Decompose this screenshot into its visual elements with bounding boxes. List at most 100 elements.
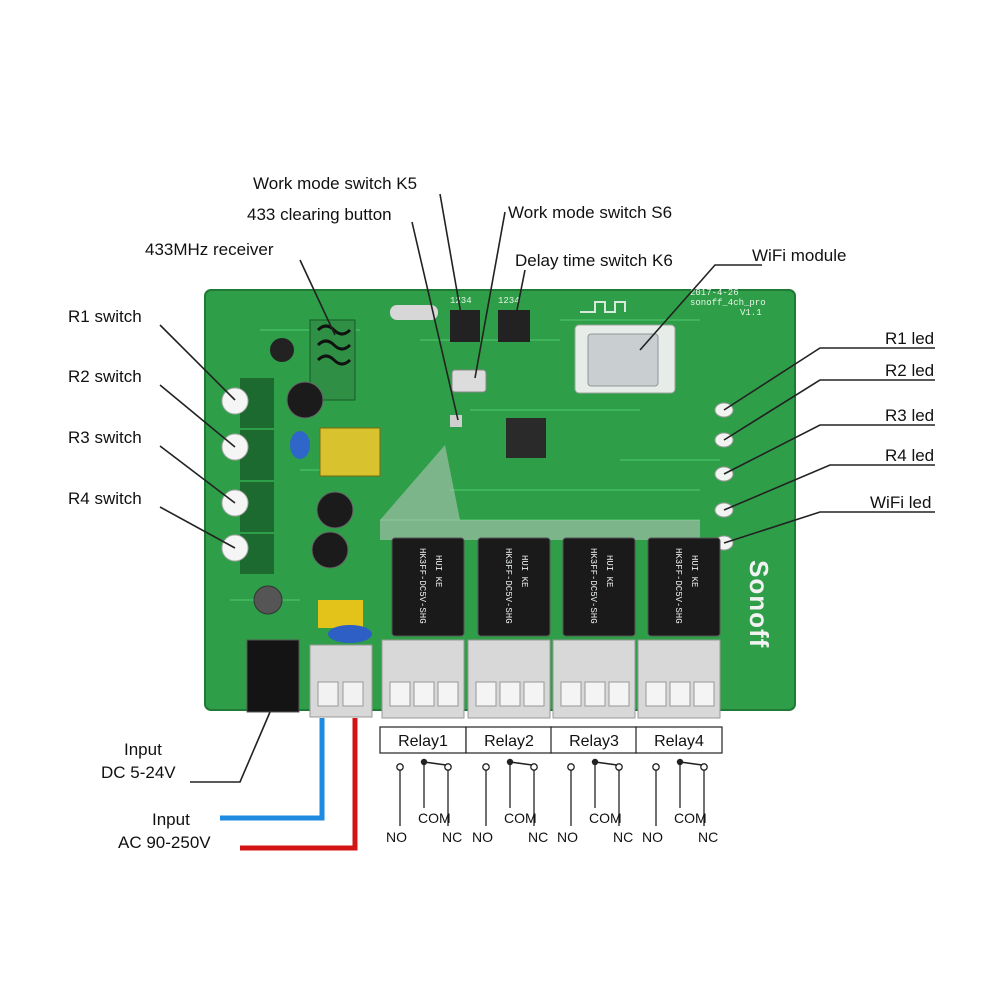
mcu-chip	[506, 418, 546, 458]
clearing-tact-switch	[450, 415, 462, 427]
relay-maker-text: HUI KE	[689, 555, 699, 587]
pcb-isolation-slot	[380, 445, 700, 540]
wire-blue	[220, 718, 325, 821]
relay-1: HK3FF-DC5V-SHG HUI KE	[381, 537, 465, 719]
relay-maker-text: HUI KE	[604, 555, 614, 587]
line-work-mode-k5	[439, 193, 463, 321]
line-work-mode-s6	[474, 211, 506, 379]
label-clearing-433: 433 clearing button	[247, 205, 392, 224]
line-r3-switch	[159, 445, 236, 504]
relay-part-text: HK3FF-DC5V-SHG	[673, 548, 683, 624]
label-receiver-433: 433MHz receiver	[145, 240, 274, 259]
label-input-dc-1: Input	[124, 740, 162, 759]
wifi-module-shield	[587, 333, 659, 387]
line-r4-led	[723, 464, 935, 511]
capacitor-1	[286, 381, 324, 419]
terminal-lever	[499, 681, 521, 707]
terminal-label-nc: NC	[442, 829, 462, 845]
callout-labels: Work mode switch K5 433 clearing button …	[68, 174, 934, 852]
wifi-module	[574, 301, 676, 394]
line-r3-led	[723, 424, 935, 475]
label-work-mode-k5: Work mode switch K5	[253, 174, 417, 193]
terminal-lever	[413, 681, 435, 707]
label-input-dc-2: DC 5-24V	[101, 763, 176, 782]
terminal-label-no: NO	[472, 829, 493, 845]
silk-rev: V1.1	[740, 308, 762, 318]
line-wifi-led	[723, 511, 935, 544]
relay-3: HK3FF-DC5V-SHG HUI KE	[552, 537, 636, 719]
label-r3-switch: R3 switch	[68, 428, 142, 447]
label-r4-switch: R4 switch	[68, 489, 142, 508]
relay-label-box	[465, 726, 553, 754]
contact-no	[652, 763, 660, 771]
fuse-cap	[318, 600, 363, 628]
terminal-label-nc: NC	[528, 829, 548, 845]
callout-lines	[159, 193, 935, 783]
terminal-lever	[389, 681, 411, 707]
terminal-label-no: NO	[557, 829, 578, 845]
contact-arm	[509, 761, 533, 766]
dip-k5-silk: 1234	[450, 296, 472, 306]
manual-switches	[221, 378, 274, 574]
terminal-lever	[693, 681, 715, 707]
silk-version: sonoff_4ch_pro	[690, 298, 766, 308]
line-r2-led	[723, 379, 935, 441]
terminal-lever	[523, 681, 545, 707]
wifi-antenna-icon	[580, 301, 626, 313]
contact-arm	[594, 761, 618, 766]
contact-arm	[423, 761, 447, 766]
label-r1-led: R1 led	[885, 329, 934, 348]
terminal-lever	[584, 681, 606, 707]
ac-terminal-lever-2	[342, 681, 364, 707]
contact-arm	[679, 761, 703, 766]
terminal-label-nc: NC	[698, 829, 718, 845]
terminal-label-nc: NC	[613, 829, 633, 845]
relay-label-box	[550, 726, 638, 754]
dip-k6-silk: 1234	[498, 296, 520, 306]
relay-label: Relay3	[569, 733, 619, 750]
terminal-label-com: COM	[674, 810, 707, 826]
relay-part-text: HK3FF-DC5V-SHG	[588, 548, 598, 624]
terminal-lever	[560, 681, 582, 707]
dip-switch-k6	[498, 310, 530, 342]
contact-no	[482, 763, 490, 771]
terminal-label-no: NO	[386, 829, 407, 845]
crystal	[390, 305, 438, 320]
contact-no	[396, 763, 404, 771]
dip-switch-k5	[450, 310, 480, 342]
label-work-mode-s6: Work mode switch S6	[508, 203, 672, 222]
line-receiver	[299, 259, 336, 336]
label-input-ac-1: Input	[152, 810, 190, 829]
relay-maker-text: HUI KE	[519, 555, 529, 587]
clearing-button-part	[451, 369, 487, 393]
relay-body	[477, 537, 551, 637]
wire-red	[240, 718, 358, 851]
relay-schematics: Relay1NOCOMNCRelay2NOCOMNCRelay3NOCOMNCR…	[379, 726, 723, 845]
line-input-dc	[190, 711, 271, 783]
relay-part-text: HK3FF-DC5V-SHG	[417, 548, 427, 624]
pcb-board: 1234 1234 sonoff_4ch_pro 2017-4-26 V1.1	[204, 288, 796, 719]
contact-no	[567, 763, 575, 771]
label-input-ac-2: AC 90-250V	[118, 833, 211, 852]
x-capacitor	[328, 625, 372, 643]
relay-body	[391, 537, 465, 637]
brand-logo: Sonoff	[744, 560, 774, 648]
terminal-lever	[608, 681, 630, 707]
line-clearing	[411, 221, 459, 421]
transformer	[319, 427, 381, 477]
ac-terminal-lever-1	[317, 681, 339, 707]
terminal-lever	[645, 681, 667, 707]
capacitor-2	[316, 491, 354, 529]
relay-label-box	[635, 726, 723, 754]
silk-date: 2017-4-26	[690, 288, 739, 298]
relay-maker-text: HUI KE	[433, 555, 443, 587]
relay-label: Relay1	[398, 733, 448, 750]
relay-body	[647, 537, 721, 637]
terminal-lever	[669, 681, 691, 707]
terminal-label-no: NO	[642, 829, 663, 845]
